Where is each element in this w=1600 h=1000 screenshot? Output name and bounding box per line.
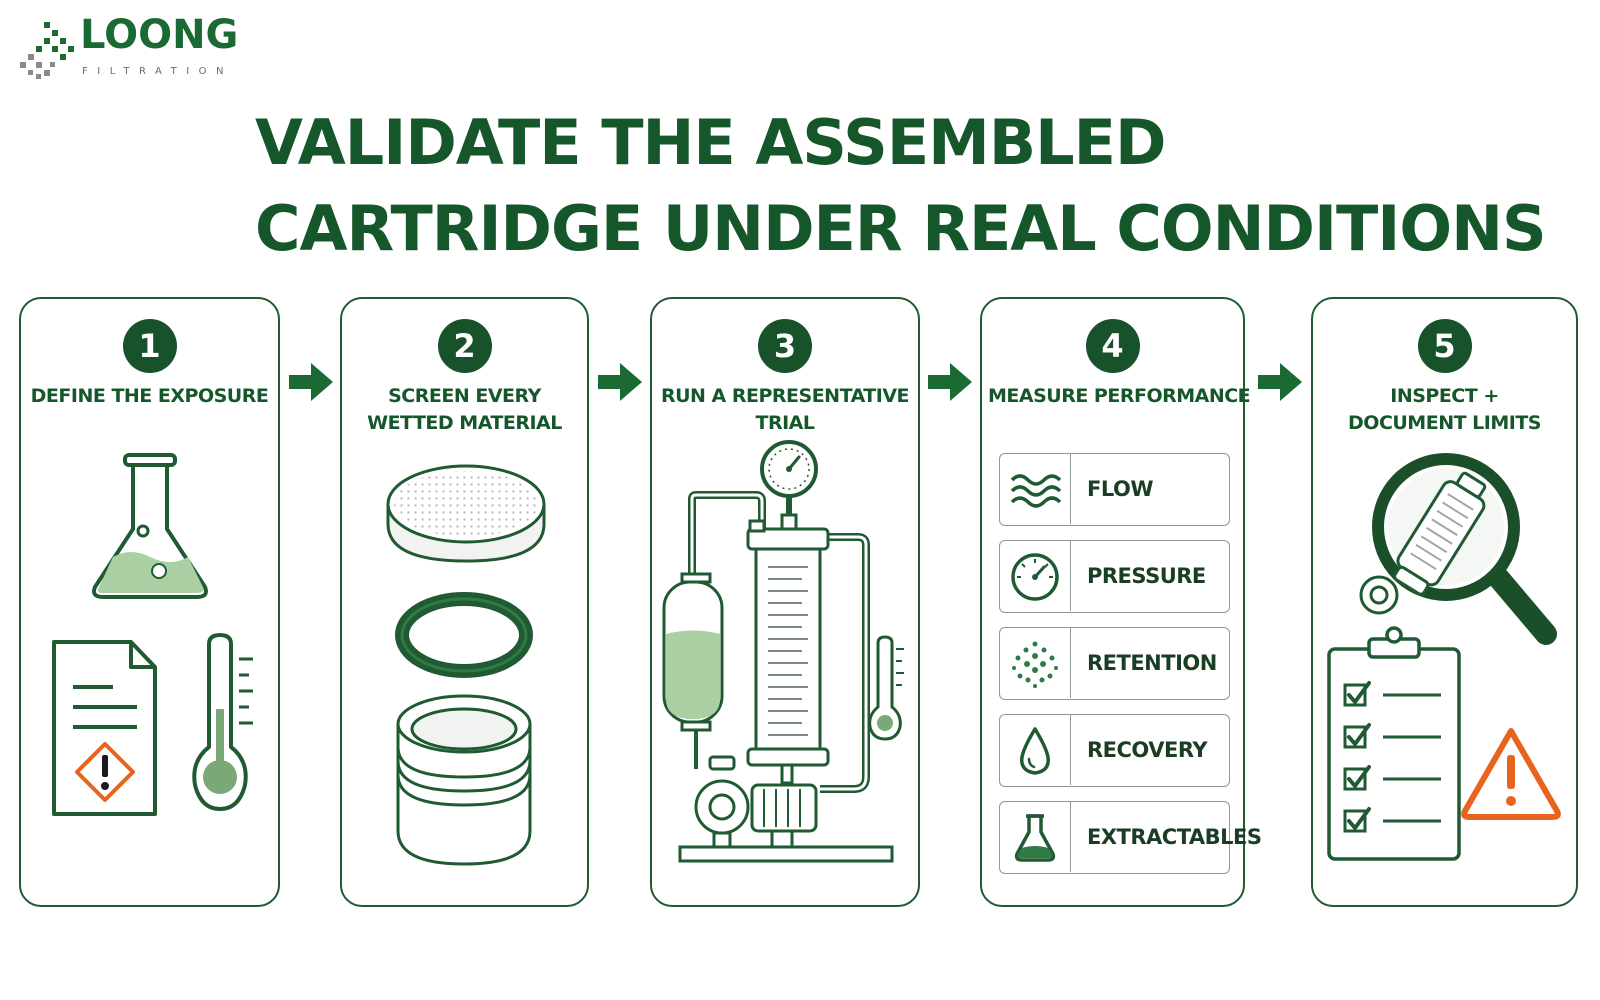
step-badge-3: 3 <box>758 319 812 373</box>
metric-label: RECOVERY <box>1087 738 1208 762</box>
thermometer-icon <box>192 633 253 811</box>
warning-icon <box>1461 728 1561 820</box>
hazard-icon <box>75 742 135 802</box>
arrow-right-icon <box>928 363 972 401</box>
step-panel-3: 3 RUN A REPRESENTATIVE TRIAL <box>650 297 920 907</box>
membrane-disc-icon <box>386 464 546 563</box>
checklist-icon <box>1327 626 1461 861</box>
pump-icon <box>694 755 818 849</box>
metric-recovery: RECOVERY <box>999 714 1230 787</box>
step-badge-1: 1 <box>122 319 177 373</box>
gauge-icon <box>1011 541 1071 611</box>
step-badge-5: 5 <box>1417 319 1472 373</box>
step-title-4: MEASURE PERFORMANCE <box>988 385 1251 407</box>
step-title-5: INSPECT + DOCUMENT LIMITS <box>1348 385 1541 434</box>
metric-label: FLOW <box>1087 477 1154 501</box>
magnifier-icon <box>1359 453 1557 645</box>
arrow-right-icon <box>289 363 333 401</box>
page-title-line-1: VALIDATE THE ASSEMBLED <box>255 106 1166 179</box>
brand-logo: LOONG FILTRATION <box>20 12 280 88</box>
metric-label: PRESSURE <box>1087 564 1206 588</box>
arrow-right-icon <box>598 363 642 401</box>
step-title-1: DEFINE THE EXPOSURE <box>30 385 269 407</box>
metric-retention: RETENTION <box>999 627 1230 700</box>
step-2-illustration <box>386 464 546 866</box>
arrow-right-icon <box>1258 363 1302 401</box>
flask-icon <box>1014 802 1071 872</box>
flask-icon <box>92 453 208 599</box>
step-title-2: SCREEN EVERY WETTED MATERIAL <box>367 385 562 434</box>
step-3-illustration <box>662 440 904 863</box>
step-panel-4: 4 MEASURE PERFORMANCE FLOW PRESSURE <box>980 297 1262 907</box>
droplet-icon <box>1020 715 1071 785</box>
o-ring-icon <box>395 592 533 678</box>
step-panel-2: 2 SCREEN EVERY WETTED MATERIAL <box>340 297 589 907</box>
loong-logo-icon <box>20 22 74 79</box>
metric-extractables: EXTRACTABLES <box>999 801 1262 874</box>
metric-flow: FLOW <box>999 453 1230 526</box>
step-badge-2: 2 <box>437 319 492 373</box>
particles-icon <box>1012 628 1071 698</box>
page-title: VALIDATE THE ASSEMBLED CARTRIDGE UNDER R… <box>255 100 1547 272</box>
step-panel-5: 5 INSPECT + DOCUMENT LIMITS <box>1311 297 1578 907</box>
waves-icon <box>1010 454 1071 524</box>
step-5-illustration <box>1327 453 1561 861</box>
brand-tagline: FILTRATION <box>82 66 234 77</box>
test-rig-icon <box>662 491 894 863</box>
thermometer-icon <box>868 635 904 741</box>
step-title-3: RUN A REPRESENTATIVE TRIAL <box>660 385 910 434</box>
metric-label: RETENTION <box>1087 651 1217 675</box>
end-cap-icon <box>396 694 532 866</box>
brand-name: LOONG <box>80 12 239 58</box>
step-1-illustration <box>52 453 253 816</box>
step-badge-4: 4 <box>1085 319 1140 373</box>
pressure-gauge-icon <box>760 440 818 515</box>
page-title-line-2: CARTRIDGE UNDER REAL CONDITIONS <box>255 192 1547 265</box>
metric-label: EXTRACTABLES <box>1087 825 1262 849</box>
step-panel-1: 1 DEFINE THE EXPOSURE <box>19 297 280 907</box>
metric-pressure: PRESSURE <box>999 540 1230 613</box>
